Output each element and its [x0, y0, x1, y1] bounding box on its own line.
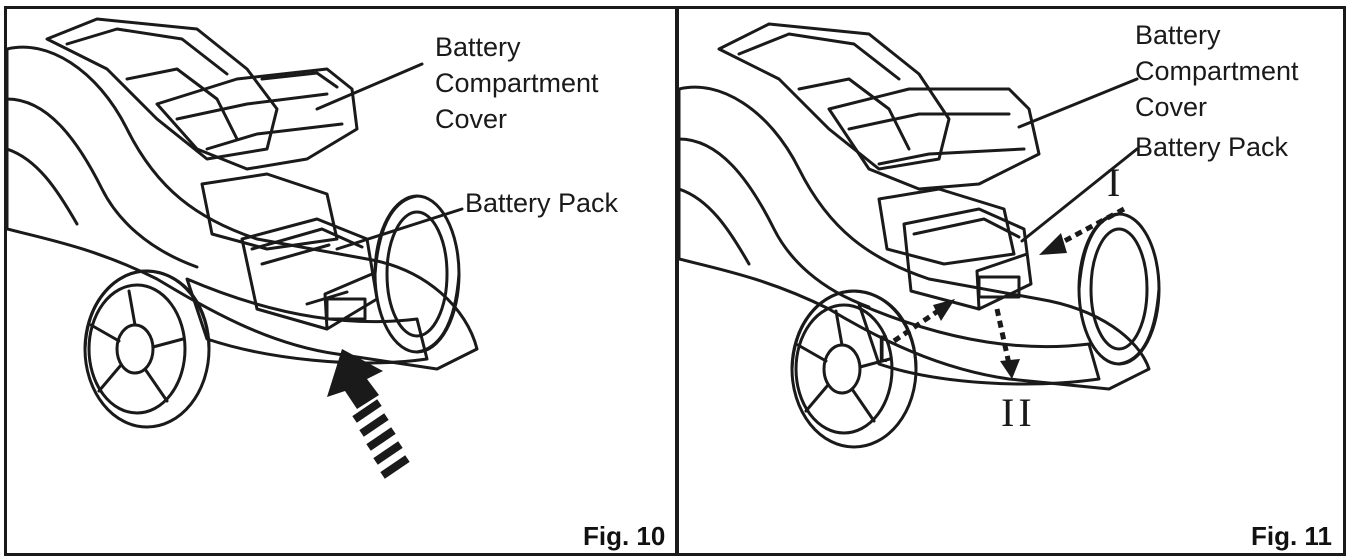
rear-roller [185, 277, 429, 365]
mower-deck [679, 85, 1151, 391]
right-wheel [373, 194, 461, 354]
left-wheel [790, 289, 918, 449]
cover-label-line-1: Battery [1135, 20, 1221, 50]
battery-pack-shape [902, 207, 1033, 311]
cover-label-line-3: Cover [1135, 92, 1208, 122]
battery-pack-shape [240, 217, 379, 331]
arrow-head-left [933, 299, 955, 321]
cover-label-line-2: Compartment [1135, 56, 1299, 86]
lawnmower-illustration [679, 22, 1161, 449]
step-one-left-marker: I [875, 326, 893, 371]
figure-11-panel: Battery Compartment Cover Battery Pack I… [676, 6, 1346, 556]
figure-10-panel: Battery Compartment Cover Battery Pack F… [4, 6, 678, 556]
battery-pack-label: Battery Pack [465, 188, 619, 218]
figure-label: Fig. 10 [583, 521, 666, 551]
left-wheel [83, 269, 211, 429]
rear-roller [857, 302, 1101, 386]
compartment-cover [827, 87, 1041, 191]
step-one-right-marker: I [1107, 160, 1125, 205]
lawnmower-illustration [7, 17, 479, 479]
step-two-marker: II [1001, 390, 1036, 435]
rear-housing [717, 22, 951, 171]
cover-label-line-3: Cover [435, 104, 508, 134]
dashed-arrow-icon [892, 206, 1126, 365]
right-wheel [1077, 212, 1161, 366]
insert-arrow-icon [327, 349, 410, 479]
compartment-cover [155, 67, 359, 171]
arrow-head-right [1039, 233, 1067, 255]
cover-label-line-1: Battery [435, 32, 521, 62]
rear-housing [45, 17, 279, 161]
arrow-head-down [1000, 359, 1020, 379]
figure-label: Fig. 11 [1251, 521, 1332, 551]
cover-label-line-2: Compartment [435, 68, 599, 98]
battery-pack-label: Battery Pack [1135, 132, 1289, 162]
